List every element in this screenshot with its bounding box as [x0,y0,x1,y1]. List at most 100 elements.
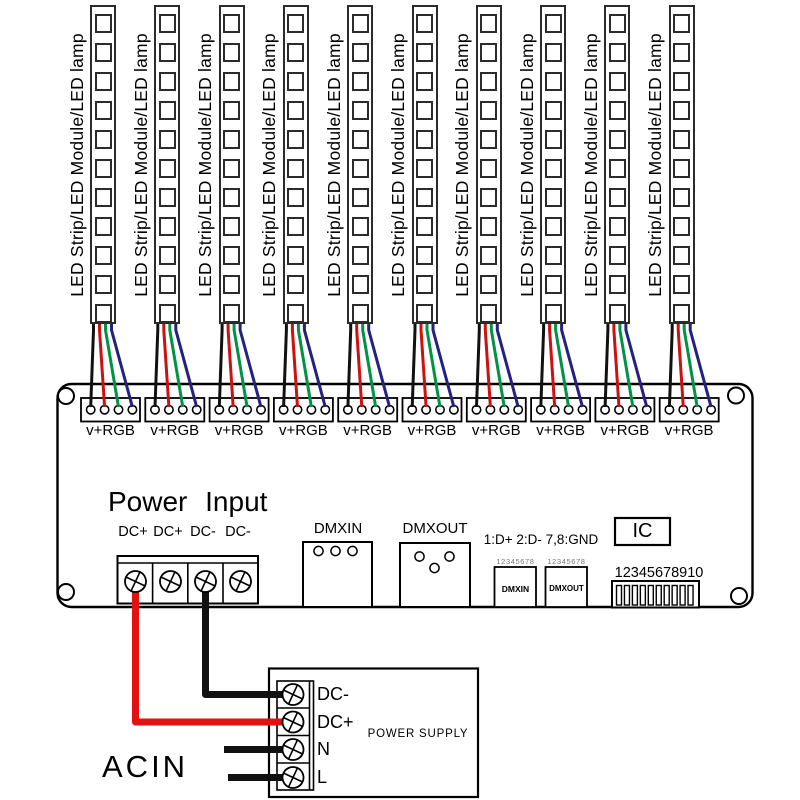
led-cell [351,275,369,294]
dc-minus-wire [202,583,291,698]
led-cell [223,275,241,294]
led-strip [154,5,181,324]
led-cell [416,43,433,62]
led-strip-label: LED Strip/LED Module/LED lamp [66,32,87,297]
led-cell [94,72,112,91]
led-cell [673,275,691,294]
rgb-output-wires [89,322,713,408]
led-cell [94,43,112,62]
led-cell [351,14,369,33]
led-cell [287,217,305,236]
led-cell [480,43,498,62]
led-cell [544,188,562,207]
led-cell [608,275,626,294]
rgb-wire [682,322,699,408]
rgb-wire [290,322,299,408]
rgb-wire [153,322,160,408]
led-strip [540,5,567,324]
output-terminal-label: v+RGB [407,422,457,439]
mounting-hole [57,387,75,405]
led-cell [94,159,112,178]
rgb-wire [667,322,674,408]
output-terminal-label: v+RGB [343,422,393,439]
output-terminal-block [272,397,334,423]
led-cell [673,14,691,33]
dip-lever [615,584,623,606]
dip-lever [647,584,654,606]
led-cell [673,130,691,149]
dip-lever [655,584,662,606]
led-cell [94,188,112,207]
dip-lever [631,584,639,606]
led-cell [223,217,241,236]
led-cell [544,304,562,323]
rgb-wire [232,322,249,408]
led-cell [223,188,241,207]
rgb-wire [560,322,584,408]
ps-terminal-label: DC+ [317,711,354,732]
led-cell [673,159,691,178]
led-cell [480,101,498,120]
rgb-wire [174,322,199,408]
output-terminal-label: v+RGB [536,422,585,439]
screw-terminal [124,570,147,593]
rgb-wire [355,322,364,408]
dip-lever [679,584,686,606]
dmx-pinout-note: 1:D+ 2:D- 7,8:GND [483,532,599,547]
mounting-hole [57,583,75,601]
led-cell [223,246,241,265]
led-cell [351,217,369,236]
led-cell [480,159,498,178]
rgb-wire [282,322,288,408]
power-supply-label: POWER SUPPLY [367,728,469,740]
led-cell [287,14,305,33]
output-terminal-block [465,397,527,423]
led-cell [416,159,433,178]
led-cell [158,304,176,323]
led-cell [223,101,241,120]
led-cell [158,159,176,178]
led-cell [94,14,112,33]
rgb-wire [431,322,456,408]
output-terminal-block [530,397,591,423]
rgb-wire [302,322,327,408]
led-cell [416,101,433,120]
rgb-wire [226,322,235,408]
dmx-in-label: DMXIN [313,520,363,537]
led-strip [475,5,502,324]
led-cell [673,246,691,265]
mounting-hole [727,386,745,405]
output-terminal-label: v+RGB [86,422,135,439]
output-terminal-blocks [80,397,720,423]
dip-lever [663,584,670,606]
led-cell [158,188,176,207]
rgb-wire [89,322,95,408]
ps-terminal-label: N [317,739,330,759]
led-cell [158,217,176,236]
led-cell [416,304,433,323]
screw-terminal [281,710,305,734]
led-cell [416,188,433,207]
led-cell [287,72,305,91]
rgb-wire [98,322,107,408]
rgb-wire [410,322,417,408]
rgb-wire [104,322,120,408]
rgb-wire [612,322,621,408]
led-cell [416,246,433,265]
led-cell [287,304,305,323]
led-cell [608,217,626,236]
rj45-dmxin-box [493,566,537,608]
led-cell [287,159,305,178]
led-cell [416,72,433,91]
led-cell [673,43,691,62]
screw-terminals [124,570,305,789]
rgb-wire [624,322,649,408]
rgb-wire [367,322,392,408]
ic-box [613,516,672,547]
led-strip-label: LED Strip/LED Module/LED lamp [645,32,666,297]
dip-switch-scale: 12345678910 [614,565,704,581]
led-cell [673,304,691,323]
rgb-wire [483,322,492,408]
rj45-dmxout-box [544,566,588,608]
